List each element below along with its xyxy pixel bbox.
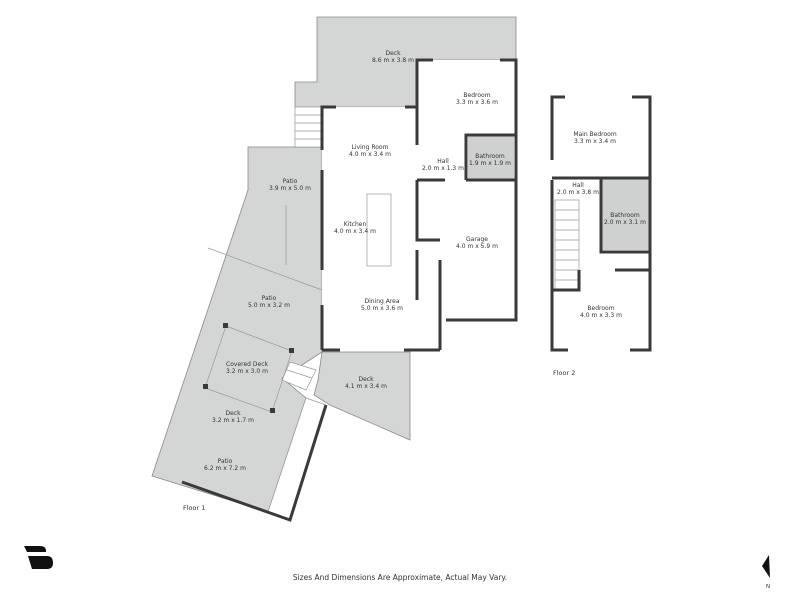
room-size: 3.2 m x 3.0 m xyxy=(226,368,268,375)
room-size: 3.3 m x 3.6 m xyxy=(456,99,498,106)
deck-right xyxy=(313,351,411,441)
stairs-interior xyxy=(554,199,580,291)
room-name: Deck xyxy=(225,410,241,417)
room-name: Bedroom xyxy=(587,305,614,312)
room-name: Deck xyxy=(385,50,401,57)
room-name: Covered Deck xyxy=(226,361,268,368)
room-name: Hall xyxy=(437,158,449,165)
room-size: 3.3 m x 3.4 m xyxy=(574,138,616,145)
stairs-exterior xyxy=(281,106,323,391)
room-size: 4.0 m x 3.3 m xyxy=(580,312,622,319)
room-size: 2.0 m x 3.1 m xyxy=(604,219,646,226)
north-arrow-icon: N xyxy=(762,555,770,590)
kitchen-island xyxy=(366,193,392,267)
room-name: Deck xyxy=(358,376,374,383)
room-name: Kitchen xyxy=(344,221,367,228)
walls-floor1 xyxy=(320,58,518,352)
compass-label: N xyxy=(766,584,770,590)
room-size: 5.0 m x 3.6 m xyxy=(361,305,403,312)
room-size: 2.0 m x 1.3 m xyxy=(422,165,464,172)
room-size: 5.0 m x 3.2 m xyxy=(248,302,290,309)
room-size: 2.0 m x 3.8 m xyxy=(557,189,599,196)
room-size: 6.2 m x 7.2 m xyxy=(204,465,246,472)
room-name: Dining Area xyxy=(364,298,399,305)
room-size: 4.0 m x 5.9 m xyxy=(456,243,498,250)
dining-ext xyxy=(417,260,440,350)
room-size: 1.9 m x 1.9 m xyxy=(469,160,511,167)
room-name: Bathroom xyxy=(475,153,505,160)
bathroom-floor1 xyxy=(468,135,514,179)
floor-label: Floor 1 xyxy=(183,504,205,512)
brand-logo-icon xyxy=(24,546,53,569)
room-name: Patio xyxy=(218,458,233,465)
wall xyxy=(181,404,328,522)
room-size: 4.1 m x 3.4 m xyxy=(345,383,387,390)
room-name: Bathroom xyxy=(610,212,640,219)
room-name: Garage xyxy=(466,236,488,243)
room-name: Hall xyxy=(572,182,584,189)
room-name: Main Bedroom xyxy=(573,131,617,138)
room-size: 8.6 m x 3.8 m xyxy=(372,57,414,64)
room-name: Bedroom xyxy=(463,92,490,99)
posts xyxy=(203,323,294,413)
main-living-block xyxy=(322,107,417,350)
walls-floor2 xyxy=(550,95,652,352)
room-size: 3.9 m x 5.0 m xyxy=(269,185,311,192)
disclaimer: Sizes And Dimensions Are Approximate, Ac… xyxy=(292,573,508,582)
floor-label: Floor 2 xyxy=(553,369,575,377)
room-name: Patio xyxy=(262,295,277,302)
room-name: Living Room xyxy=(352,144,389,151)
room-name: Patio xyxy=(283,178,298,185)
bathroom-floor2 xyxy=(601,178,649,250)
room-size: 4.0 m x 3.4 m xyxy=(349,151,391,158)
room-size: 3.2 m x 1.7 m xyxy=(212,417,254,424)
room-size: 4.0 m x 3.4 m xyxy=(334,228,376,235)
